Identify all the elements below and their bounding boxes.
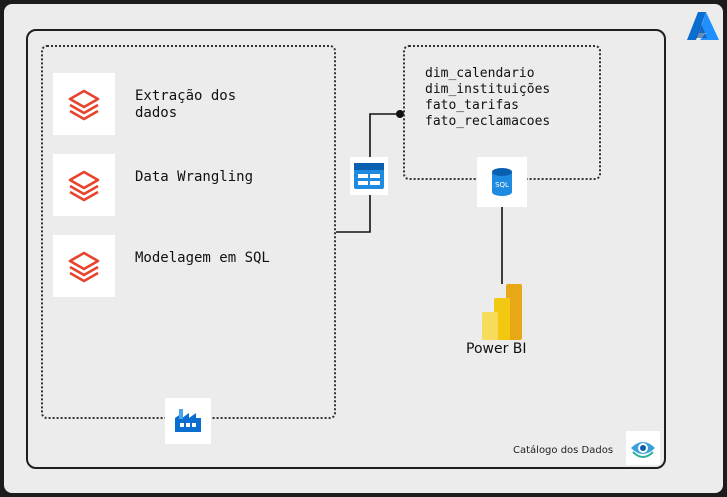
step-tile-wrangling: [53, 154, 115, 216]
sql-badge: SQL: [495, 181, 509, 189]
catalog-label: Catálogo dos Dados: [513, 445, 614, 456]
data-factory-icon: [175, 409, 201, 432]
sql-database-icon: SQL: [492, 168, 512, 196]
table-name: dim_calendario: [425, 66, 535, 81]
purview-eye-icon: [631, 442, 655, 458]
sql-database-tile: SQL: [477, 157, 527, 207]
power-bi-label: Power BI: [466, 341, 527, 357]
step-label-modeling: Modelagem em SQL: [135, 250, 270, 266]
step-tile-modeling: [53, 235, 115, 297]
table-name: fato_reclamacoes: [425, 114, 551, 129]
databricks-icon: [68, 170, 100, 202]
outer-frame: [26, 29, 666, 469]
warehouse-table-list: dim_calendario dim_instituições fato_tar…: [425, 66, 550, 130]
databricks-icon: [68, 251, 100, 283]
azure-logo-icon: [686, 11, 720, 41]
step-tile-extraction: [53, 73, 115, 135]
databricks-icon: [68, 89, 100, 121]
diagram-canvas: Extração dos dados Data Wrangling Modela…: [4, 4, 723, 493]
connector-lines: [336, 110, 503, 284]
storage-table-icon: [354, 163, 384, 189]
step-label-extraction: Extração dos dados: [135, 88, 237, 121]
table-name: dim_instituições: [425, 82, 551, 97]
power-bi-icon: [482, 284, 524, 340]
data-factory-tile: [165, 398, 211, 444]
step-label-wrangling: Data Wrangling: [135, 169, 254, 185]
table-name: fato_tarifas: [425, 98, 519, 113]
purview-tile: [626, 431, 660, 465]
storage-table-tile: [350, 157, 388, 195]
